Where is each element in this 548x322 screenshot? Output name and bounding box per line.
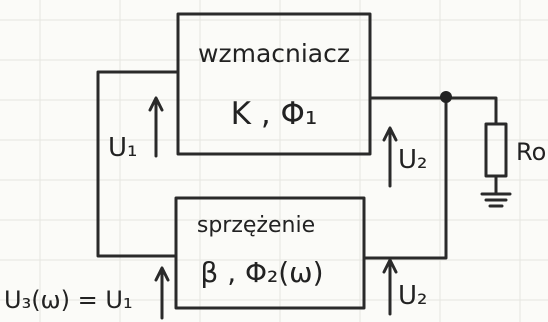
u2-top-arrow-head xyxy=(382,126,398,142)
right-loop-wire xyxy=(362,96,448,260)
amplifier-params: K , Φ₁ xyxy=(231,96,318,132)
feedback-title: sprzężenie xyxy=(197,213,315,238)
junction-node xyxy=(440,91,452,103)
load-label: Ro xyxy=(516,138,546,166)
amplifier-block xyxy=(176,12,372,156)
amplifier-title: wzmacniacz xyxy=(198,39,350,68)
u3-equation: U₃(ω) = U₁ xyxy=(4,286,133,314)
feedback-params: β , Φ₂(ω) xyxy=(200,256,323,289)
load-resistor xyxy=(484,122,508,178)
left-loop-wire xyxy=(96,70,180,258)
u2-top-label: U₂ xyxy=(398,145,427,175)
u2-bottom-arrow-head xyxy=(382,258,398,274)
u1-arrow-head xyxy=(148,96,164,112)
u3-arrow-head xyxy=(154,266,170,282)
u1-label: U₁ xyxy=(108,133,137,163)
u2-bottom-label: U₂ xyxy=(398,281,427,311)
feedback-block xyxy=(174,196,366,310)
load-wire xyxy=(444,96,498,126)
